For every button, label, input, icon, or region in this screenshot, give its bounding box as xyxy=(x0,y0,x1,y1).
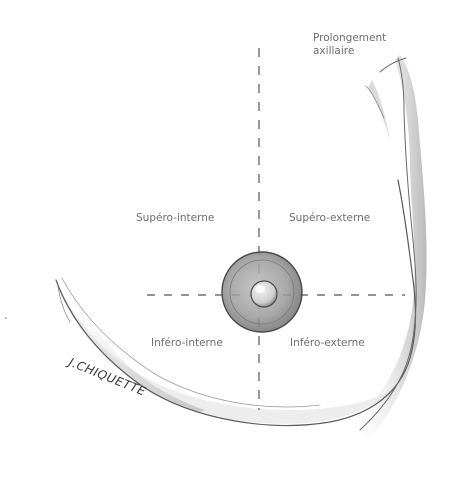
label-prolongement-axillaire: Prolongement axillaire xyxy=(313,32,386,58)
areola-inner-ring xyxy=(229,259,295,325)
stray-dot xyxy=(5,317,7,319)
axillary-shading xyxy=(368,80,390,140)
label-infero-externe: Inféro-externe xyxy=(290,337,365,349)
breast-outline xyxy=(55,179,417,426)
lower-left-tail xyxy=(57,285,71,323)
breast-outline-inner xyxy=(61,277,321,408)
label-prolongement-line2: axillaire xyxy=(313,45,355,57)
nipple xyxy=(250,280,278,308)
label-infero-interne: Inféro-interne xyxy=(151,337,223,349)
label-supero-externe: Supéro-externe xyxy=(289,212,371,224)
label-prolongement-line1: Prolongement xyxy=(313,32,387,44)
nipple-highlight xyxy=(255,285,265,293)
axillary-fold xyxy=(365,85,385,119)
label-supero-interne: Supéro-interne xyxy=(136,212,215,224)
right-side-shading xyxy=(350,55,427,440)
axillary-contour xyxy=(379,57,407,73)
torso-right-contour xyxy=(359,57,417,431)
